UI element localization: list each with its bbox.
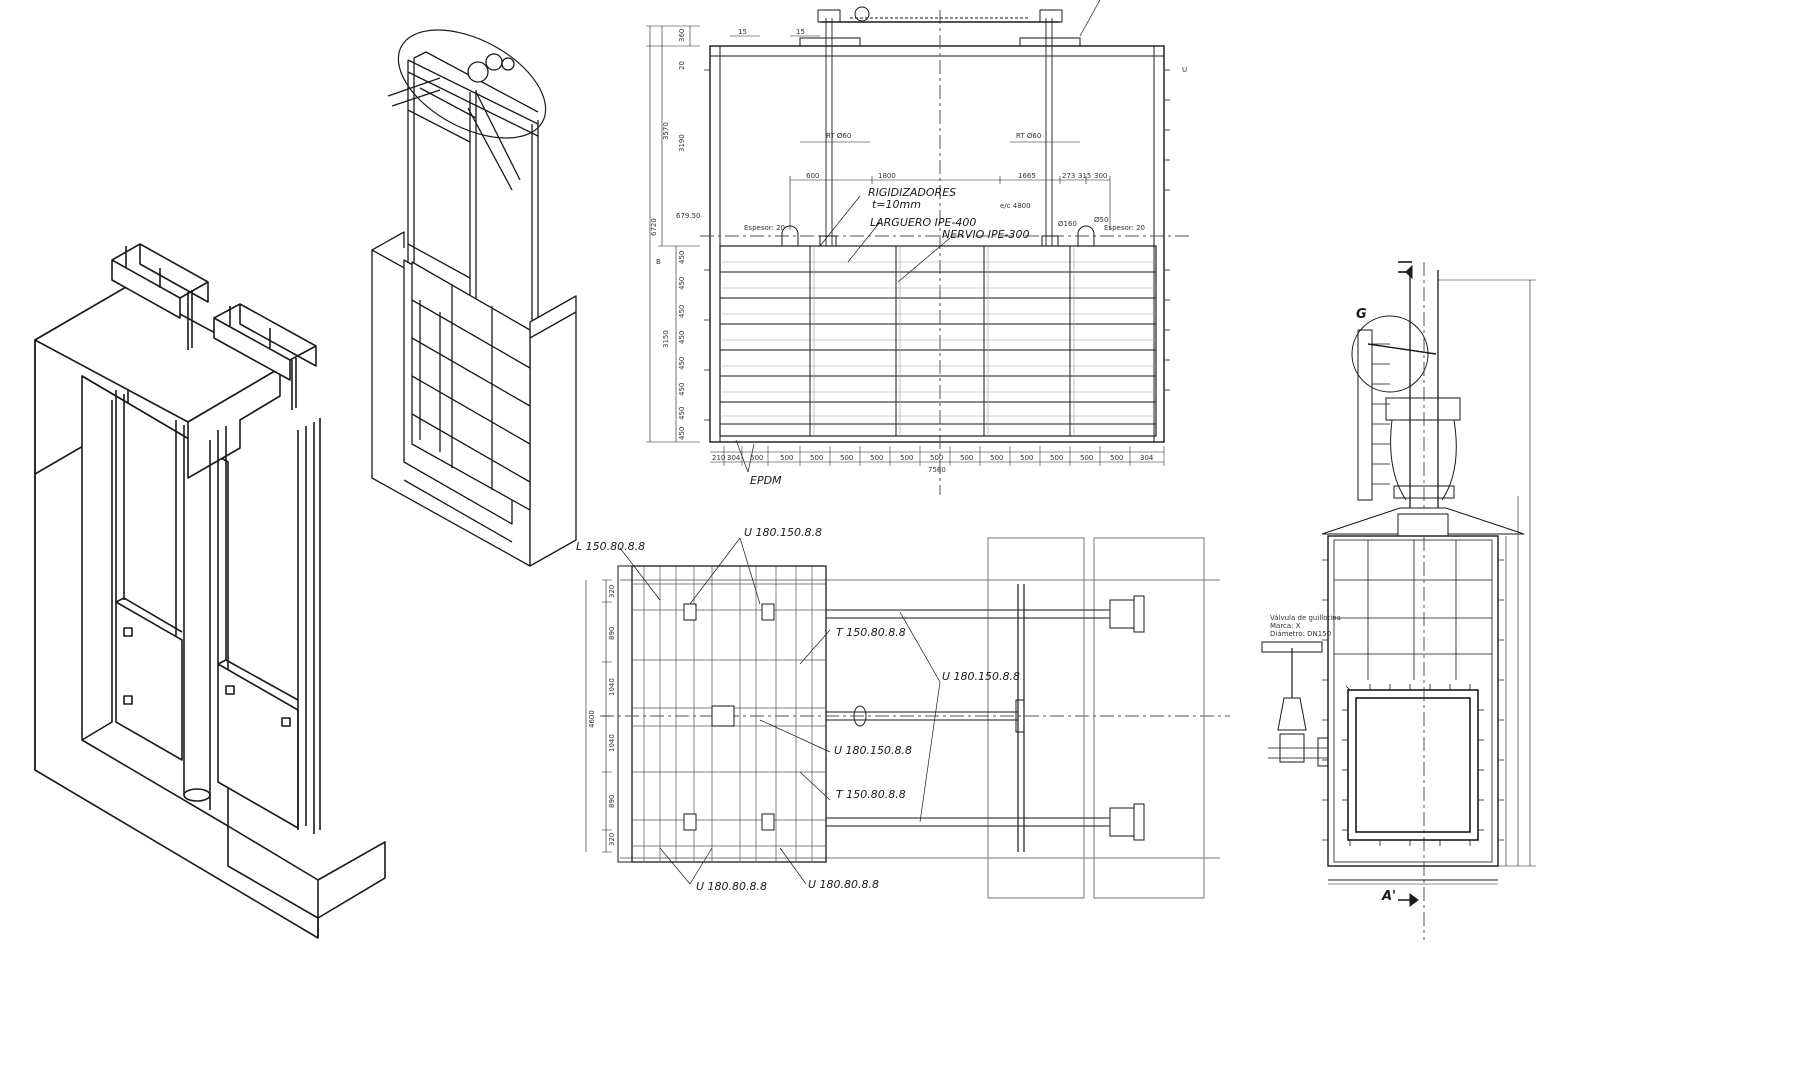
panel-dim-7: 450 bbox=[678, 407, 686, 420]
bottom-dim-11: 500 bbox=[990, 454, 1003, 462]
d160-label: Ø160 bbox=[1058, 220, 1077, 228]
side-section-view bbox=[1261, 261, 1536, 940]
rigidizadores-label: RIGIDIZADORES bbox=[868, 186, 956, 199]
panel-dim-4: 450 bbox=[678, 331, 686, 344]
span-3: 1665 bbox=[1018, 172, 1036, 180]
bottom-dim-1: 210 bbox=[712, 454, 725, 462]
bottom-dim-14: 500 bbox=[1080, 454, 1093, 462]
valve-note-2: Marca: X bbox=[1270, 622, 1301, 630]
plan-dim-4: 1040 bbox=[608, 734, 616, 752]
left-dim-2: 20 bbox=[678, 61, 686, 70]
bottom-dim-9: 500 bbox=[930, 454, 943, 462]
u-mark: U bbox=[1182, 66, 1187, 74]
bottom-dim-2: 304 bbox=[727, 454, 741, 462]
left-dim-5: 6720 bbox=[650, 218, 658, 236]
bottom-dim-5: 500 bbox=[810, 454, 823, 462]
side-section-labels: G A' Válvula de guillotina Marca: X Diám… bbox=[1270, 307, 1396, 904]
panel-dim-6: 450 bbox=[678, 383, 686, 396]
left-dim-3: 3570 bbox=[662, 122, 670, 140]
dim-top-left: 15 bbox=[738, 28, 747, 36]
span-1: 600 bbox=[806, 172, 819, 180]
b-mark: B bbox=[656, 258, 661, 266]
panel-dim-1: 450 bbox=[678, 251, 686, 264]
larguero-label: LARGUERO IPE-400 bbox=[870, 216, 976, 229]
panel-dim-5: 450 bbox=[678, 357, 686, 370]
section-a-label: A' bbox=[1381, 889, 1396, 904]
span-2: 1800 bbox=[878, 172, 896, 180]
rt-right-label: RT Ø60 bbox=[1016, 132, 1041, 140]
detail-g-label: G bbox=[1356, 307, 1367, 322]
bottom-dim-13: 500 bbox=[1050, 454, 1063, 462]
plan-total: 4600 bbox=[588, 710, 596, 728]
plan-dim-6: 320 bbox=[608, 833, 616, 846]
front-elevation-labels: 15 15 RT Ø60 RT Ø60 600 1800 1665 273 31… bbox=[650, 28, 1187, 487]
bottom-dim-10: 500 bbox=[960, 454, 973, 462]
dim-top-right: 15 bbox=[796, 28, 805, 36]
t-lower-label: T 150.80.8.8 bbox=[836, 788, 906, 801]
nervio-label: NERVIO IPE-300 bbox=[942, 228, 1030, 241]
isometric-view-double-gate bbox=[34, 243, 386, 939]
plan-dim-1: 320 bbox=[608, 585, 616, 598]
u-bottom-right-label: U 180.80.8.8 bbox=[808, 878, 879, 891]
panel-dim-3: 450 bbox=[678, 305, 686, 318]
espesor-left: Espesor: 20 bbox=[744, 224, 785, 232]
u-right-label: U 180.150.8.8 bbox=[942, 670, 1020, 683]
bottom-dim-6: 500 bbox=[840, 454, 853, 462]
left-dim-6: 679.50 bbox=[676, 212, 701, 220]
span-4: 273 bbox=[1062, 172, 1075, 180]
d50-label: Ø50 bbox=[1094, 216, 1108, 224]
total-width: 7560 bbox=[928, 466, 946, 474]
panel-dim-8: 450 bbox=[678, 427, 686, 440]
plan-view bbox=[585, 537, 1230, 899]
valve-note-3: Diámetro: DN150 bbox=[1270, 630, 1331, 638]
span-6: 300 bbox=[1094, 172, 1107, 180]
t-upper-label: T 150.80.8.8 bbox=[836, 626, 906, 639]
bottom-dim-4: 500 bbox=[780, 454, 793, 462]
bottom-dim-12: 500 bbox=[1020, 454, 1033, 462]
left-dim-4: 3190 bbox=[678, 134, 686, 152]
rt-left-label: RT Ø60 bbox=[826, 132, 851, 140]
bottom-dim-3: 500 bbox=[750, 454, 763, 462]
front-elevation bbox=[646, 0, 1190, 495]
left-dim-7: 3150 bbox=[662, 330, 670, 348]
u-center-label: U 180.150.8.8 bbox=[834, 744, 912, 757]
u-bottom-left-label: U 180.80.8.8 bbox=[696, 880, 767, 893]
panel-dim-2: 450 bbox=[678, 277, 686, 290]
plan-dim-3: 1040 bbox=[608, 678, 616, 696]
bottom-dim-7: 500 bbox=[870, 454, 883, 462]
bottom-dim-8: 500 bbox=[900, 454, 913, 462]
bottom-dim-15: 500 bbox=[1110, 454, 1123, 462]
plan-dim-2: 890 bbox=[608, 627, 616, 640]
valve-note-1: Válvula de guillotina bbox=[1270, 614, 1341, 622]
espesor-right: Espesor: 20 bbox=[1104, 224, 1145, 232]
epdm-label: EPDM bbox=[750, 474, 782, 487]
bottom-dim-16: 304 bbox=[1140, 454, 1154, 462]
span-5: 315 bbox=[1078, 172, 1091, 180]
rigidizadores-thickness: t=10mm bbox=[872, 198, 921, 211]
plan-dim-5: 890 bbox=[608, 795, 616, 808]
l-profile-label: L 150.80.8.8 bbox=[576, 540, 645, 553]
isometric-view-single-gate bbox=[371, 29, 577, 567]
ejes-label: e/c 4800 bbox=[1000, 202, 1031, 210]
u-top-label: U 180.150.8.8 bbox=[744, 526, 822, 539]
left-dim-1: 360 bbox=[678, 29, 686, 42]
plan-view-labels: L 150.80.8.8 U 180.150.8.8 T 150.80.8.8 … bbox=[576, 526, 1020, 893]
